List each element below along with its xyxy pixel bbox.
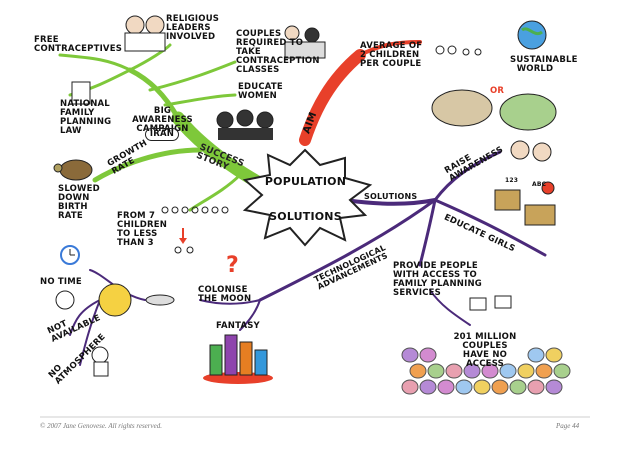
globe-illustration: [517, 20, 547, 50]
or-label: OR: [490, 86, 505, 96]
abc-label: ABC: [532, 181, 547, 188]
copyright-text: © 2007 Jane Genovese. All rights reserve…: [40, 422, 162, 430]
couple-dot: [419, 347, 437, 363]
religious-leaders-illustration: [124, 15, 166, 52]
couple-dot: [473, 379, 491, 395]
question-mark: ?: [226, 253, 239, 278]
slowed-label: SLOWED DOWN BIRTH RATE: [58, 184, 100, 221]
free-contraceptives-branch: [58, 53, 132, 72]
couple-dot: [427, 363, 445, 379]
sad-face-icon: [55, 290, 75, 310]
average-label: AVERAGE OF 2 CHILDREN PER COUPLE: [360, 41, 423, 69]
religious-leaders-label: RELIGIOUS LEADERS INVOLVED: [166, 14, 220, 42]
provide-branch: [418, 198, 437, 267]
couple-dot: [445, 363, 463, 379]
sustainable-label: SUSTAINABLE WORLD: [510, 55, 578, 74]
million-label: 201 MILLION COUPLES HAVE NO ACCESS: [453, 332, 517, 369]
couple-dot: [553, 363, 571, 379]
moon-branch-2: [69, 299, 101, 336]
colonise-branch: [199, 299, 261, 305]
girls-branch: [433, 198, 547, 257]
couple-dot: [419, 379, 437, 395]
couple-dot: [509, 379, 527, 395]
couple-dot: [481, 363, 499, 379]
law-document-illustration: [71, 81, 91, 105]
branch-lines: [58, 40, 547, 366]
couple-dot: [545, 347, 563, 363]
family-illustration: [435, 45, 482, 56]
from7-branch: [188, 173, 242, 212]
religious-branch: [128, 43, 172, 72]
page-number: Page 44: [556, 422, 580, 430]
colonise-label: COLONISE THE MOON: [198, 285, 252, 304]
educate-women-branch: [163, 93, 237, 107]
center-title-line1: POPULATION: [264, 175, 347, 188]
couples-branch: [148, 60, 237, 92]
couple-dot: [409, 363, 427, 379]
aim-branch: [299, 49, 366, 146]
city-illustration: [203, 334, 273, 384]
fantasy-branch: [239, 299, 261, 331]
center-splash: [242, 148, 373, 247]
tortoise-illustration: [53, 159, 93, 181]
couple-dot: [455, 379, 473, 395]
crowded-world-illustration: [431, 89, 557, 131]
couples-required-label: COUPLES REQUIRED TO TAKE CONTRACEPTION C…: [236, 29, 320, 75]
solutions-label: SOLUTIONS: [364, 192, 418, 201]
growth-rate-branch: [92, 147, 203, 183]
national-law-label: NATIONAL FAMILY PLANNING LAW: [60, 99, 112, 136]
million-branch: [429, 289, 471, 326]
moon-illustration: [98, 283, 132, 317]
stick-children-illustration: [161, 206, 229, 254]
clock-icon: [60, 245, 80, 265]
couple-dot: [499, 363, 517, 379]
no-time-label: NO TIME: [40, 277, 82, 287]
aim-sub-branch: [358, 40, 422, 57]
center-title-line2: SOLUTIONS: [269, 210, 342, 223]
couple-dot: [437, 379, 455, 395]
astronaut-illustration: [91, 346, 109, 377]
couple-dot: [463, 363, 481, 379]
moon-branch-3: [79, 299, 101, 366]
free-contraceptives-label: FREE CONTRACEPTIVES: [34, 35, 123, 54]
classroom-illustration: [494, 181, 556, 226]
rocket-illustration: [145, 294, 175, 306]
contraception-class-illustration: [284, 25, 326, 59]
couple-dot: [517, 363, 535, 379]
couple-dot: [527, 379, 545, 395]
faces-illustration: [510, 140, 552, 162]
couple-dot: [401, 347, 419, 363]
tech-branch: [258, 198, 437, 302]
educated-women-illustration: [216, 109, 274, 140]
raise-branch: [433, 150, 502, 202]
couple-dot: [401, 379, 419, 395]
couple-dot: [535, 363, 553, 379]
solutions-branch: [343, 198, 437, 206]
from7-label: FROM 7 CHILDREN TO LESS THAN 3: [117, 211, 168, 248]
educate-women-label: EDUCATE WOMEN: [238, 82, 283, 101]
n123-label: 123: [505, 177, 519, 184]
svg-text:?: ?: [226, 253, 239, 278]
couple-dot: [491, 379, 509, 395]
iran-tag: IRAN: [145, 128, 179, 141]
contraceptive-icons: [469, 295, 512, 311]
couple-dot: [527, 347, 545, 363]
provide-label: PROVIDE PEOPLE WITH ACCESS TO FAMILY PLA…: [393, 261, 482, 298]
couples-dots: [401, 347, 571, 395]
fantasy-label: FANTASY: [216, 321, 260, 331]
couple-dot: [545, 379, 563, 395]
